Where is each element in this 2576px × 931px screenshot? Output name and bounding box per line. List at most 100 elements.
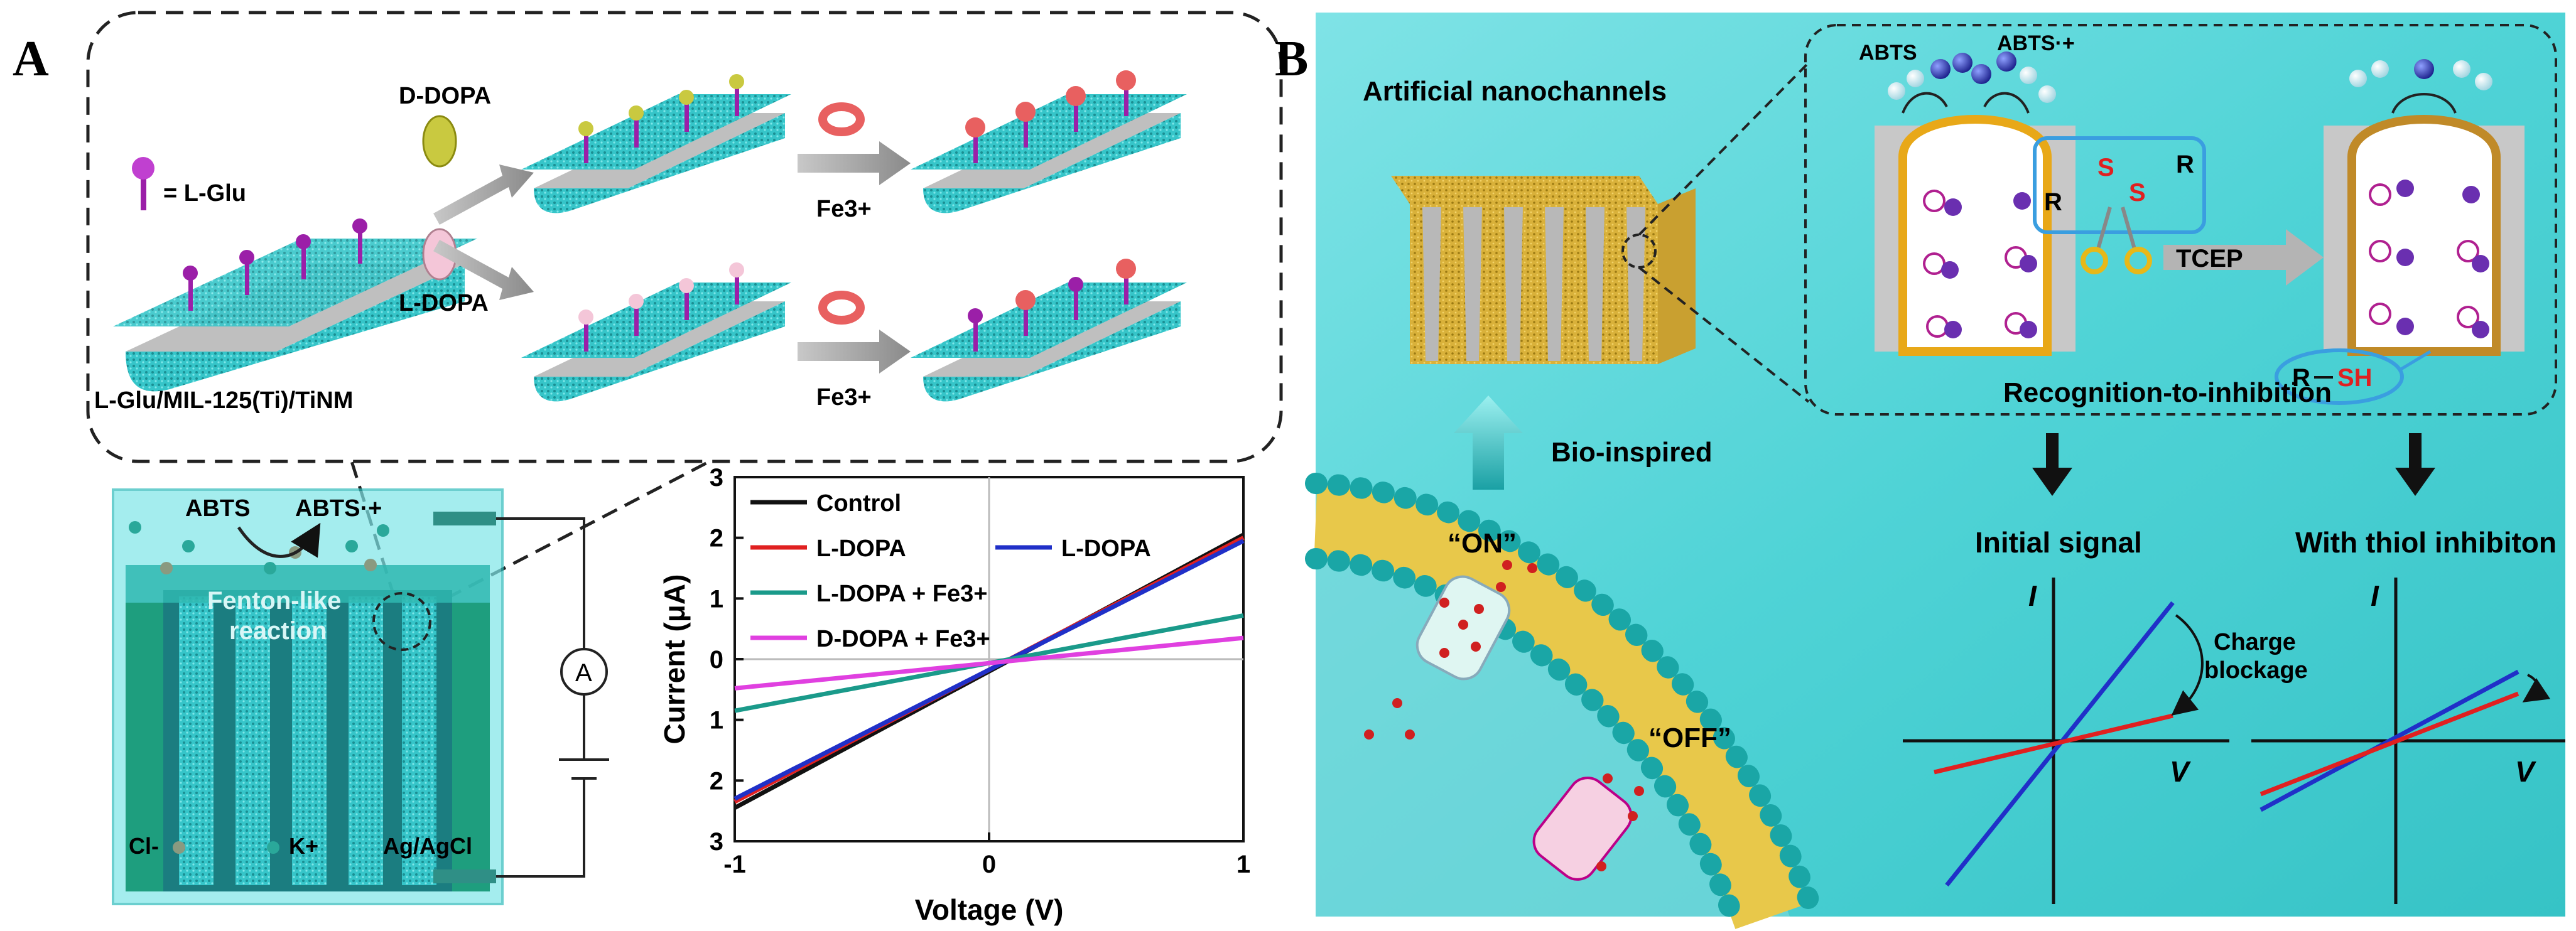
fe-bottom-label: Fe3+: [816, 384, 872, 411]
panel-a-callout-box: [86, 11, 1283, 463]
chart-x-tick-label: -1: [723, 851, 746, 878]
chart-x-tick-label: 1: [1237, 851, 1250, 878]
s1-label: S: [2097, 154, 2114, 181]
abts-molecules-left: [1888, 51, 2056, 114]
axis-i1: I: [2028, 579, 2037, 612]
nanochannels-title: Artificial nanochannels: [1363, 76, 1667, 107]
r-right-label: R: [2176, 151, 2194, 178]
down-arrow-right-icon: [2395, 433, 2435, 496]
arrow-fe-top-icon: [798, 141, 911, 185]
iv-plot-with-thiol: [2251, 578, 2565, 904]
chart-legend-label-4: D-DOPA + Fe3+: [816, 626, 990, 652]
arrow-to-l-dopa-icon: [433, 240, 534, 300]
electrode-label: Ag/AgCl: [383, 833, 472, 859]
initial-signal-label: Initial signal: [1975, 526, 2142, 559]
s2-label: S: [2129, 179, 2146, 207]
fenton-line2: reaction: [229, 617, 327, 645]
membrane-label: L-Glu/MIL-125(Ti)/TiNM: [94, 387, 353, 414]
chart-legend-label-2: L-DOPA: [1061, 535, 1151, 562]
bio-inspired-arrow-icon: [1454, 396, 1523, 490]
chart-series-line-2: [733, 539, 1245, 801]
d-dopa-label: D-DOPA: [399, 83, 491, 109]
arrow-to-d-dopa-icon: [433, 164, 534, 225]
l-glu-legend-text: = L-Glu: [163, 180, 246, 207]
iv-initial-red-line: [1934, 713, 2173, 775]
chart-x-tick-label: 0: [982, 851, 996, 878]
abts-label-b: ABTS: [1859, 41, 1917, 65]
l-glu-head-icon: [132, 157, 154, 180]
chart-y-tick-label: 1: [710, 585, 723, 613]
arrow-fe-bottom-icon: [798, 330, 911, 374]
d-dopa-capsule-icon: [422, 115, 457, 168]
chart-legend-label-3: L-DOPA + Fe3+: [816, 581, 987, 607]
chart-grid: [735, 477, 1243, 841]
l-dopa-label: L-DOPA: [399, 290, 489, 316]
off-label: “OFF”: [1648, 723, 1731, 753]
k-label: K+: [289, 833, 318, 859]
fe-top-label: Fe3+: [816, 196, 872, 222]
fenton-line1: Fenton-like: [207, 587, 341, 615]
tcep-label: TCEP: [2176, 245, 2243, 272]
bio-inspired-label: Bio-inspired: [1551, 437, 1713, 468]
abts-radical-label-b: ABTS·+: [1997, 31, 2075, 55]
nanotube-d-dopa: [521, 74, 791, 213]
abts-radical-label-a: ABTS·+: [295, 495, 382, 522]
cell-membrane: [1305, 473, 1826, 929]
chart-xlabel: Voltage (V): [915, 893, 1064, 926]
thiol-callout-pointer: [2398, 350, 2432, 372]
charge-line2: blockage: [2204, 657, 2308, 684]
electrochemical-cell: [112, 488, 504, 905]
chart-y-tick-label: 3: [710, 828, 723, 856]
panel-a-label: A: [13, 31, 49, 87]
fe-ring-bottom-icon: [818, 291, 865, 325]
zoom-guide-b-bottom: [1638, 266, 1810, 403]
chart-series-line-4: [734, 635, 1244, 691]
chart-y-tick-label: 2: [710, 767, 723, 795]
chart-ylabel: Current (μA): [658, 574, 691, 745]
pore-after: [2324, 59, 2525, 356]
recognition-box: [1804, 24, 2557, 416]
fe-ring-top-icon: [818, 102, 865, 136]
axis-v1: V: [2170, 755, 2191, 788]
nanotube-l-dopa: [521, 262, 791, 402]
chart-y-tick-label: 3: [710, 464, 723, 492]
chart-y-tick-label: 0: [710, 646, 723, 674]
disulfide-callout: [2033, 136, 2206, 234]
scissors-icon: [2081, 207, 2152, 274]
panel-b: B Artificial nanochannels Bio-inspired: [1275, 13, 2565, 929]
chart-legend-label-1: L-DOPA: [816, 535, 906, 562]
with-thiol-label: With thiol inhibiton: [2295, 526, 2557, 559]
zoom-guide-b-top: [1638, 62, 1810, 236]
l-glu-legend: = L-Glu: [132, 157, 246, 210]
chart-y-tick-label: 2: [710, 525, 723, 552]
iv-thiol-blue-line: [2259, 669, 2519, 812]
down-arrow-left-icon: [2032, 433, 2072, 496]
thiol-r-label: R: [2292, 364, 2310, 392]
recognition-label: Recognition-to-inhibition: [2003, 377, 2332, 408]
fenton-arrow-icon: [237, 522, 321, 558]
chart-x-ticks: -1 0 1: [723, 832, 1250, 878]
nanotube-initial: [113, 218, 477, 392]
iv-thiol-red-line: [2259, 691, 2519, 797]
nanotube-d-dopa-fe: [911, 70, 1187, 213]
axis-v2: V: [2515, 755, 2536, 788]
charge-line1: Charge: [2214, 629, 2296, 655]
panel-a: A = L-Glu L-Glu/MIL-125(Ti)/TiNM D-DOPA …: [13, 11, 1283, 905]
thiol-sh-label: SH: [2337, 364, 2373, 392]
thiol-callout: [2275, 348, 2404, 405]
pore-before: [1875, 115, 2075, 356]
nanotube-l-dopa-fe: [911, 259, 1187, 402]
small-shift-arrow-icon: [2522, 674, 2551, 702]
artificial-membrane-block: [1391, 176, 1696, 364]
ammeter-icon: [560, 648, 608, 696]
k-ion-icon: [267, 841, 279, 854]
charge-blockage-arrow-icon: [2171, 614, 2204, 716]
panel-b-label: B: [1275, 31, 1308, 87]
on-label: “ON”: [1448, 528, 1517, 559]
iv-plot-initial: [1903, 578, 2229, 904]
chart-lines: [733, 532, 1245, 810]
l-glu-pin-icon: [141, 173, 146, 210]
